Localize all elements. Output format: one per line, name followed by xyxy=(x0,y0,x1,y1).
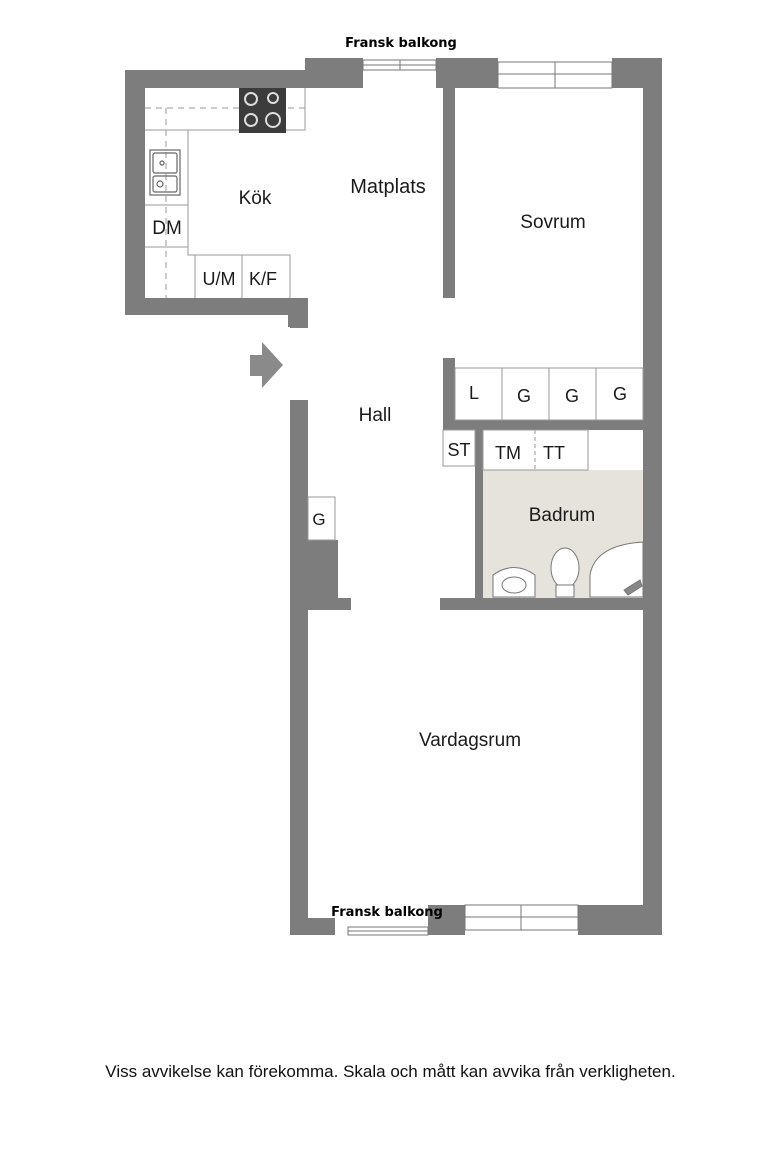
kitchen-counters xyxy=(145,88,306,298)
fixture-label-dm: DM xyxy=(152,218,182,239)
wardrobe-label-g: G xyxy=(613,384,627,404)
entrance-arrow-icon xyxy=(250,342,283,388)
fixture-label-hall-g: G xyxy=(312,510,325,529)
balcony-label-top: Fransk balkong xyxy=(345,36,457,51)
toilet-icon xyxy=(550,547,580,598)
fixture-label-tt: TT xyxy=(543,443,565,463)
room-label-matplats: Matplats xyxy=(350,176,426,198)
fixture-label-um: U/M xyxy=(203,269,236,289)
disclaimer-text: Viss avvikelse kan förekomma. Skala och … xyxy=(105,1062,676,1081)
bathroom-fixtures xyxy=(492,541,644,598)
shower-icon xyxy=(589,541,644,598)
room-label-badrum: Badrum xyxy=(529,505,596,526)
room-label-hall: Hall xyxy=(359,405,392,426)
wardrobes xyxy=(307,367,644,541)
wardrobe-label-g: G xyxy=(565,386,579,406)
balcony-label-bottom: Fransk balkong xyxy=(331,905,443,920)
windows xyxy=(347,59,613,936)
room-label-sovrum: Sovrum xyxy=(520,212,585,233)
kitchen-sink xyxy=(149,149,181,196)
walls xyxy=(125,58,662,935)
room-label-vardagsrum: Vardagsrum xyxy=(419,730,521,751)
wardrobe-label-l: L xyxy=(469,383,479,403)
fixture-label-kf: K/F xyxy=(249,269,277,289)
wardrobe-label-g: G xyxy=(517,386,531,406)
room-label-kok: Kök xyxy=(239,188,272,209)
fixture-label-st: ST xyxy=(447,440,470,460)
stove xyxy=(239,88,286,133)
fixture-label-tm: TM xyxy=(495,443,521,463)
